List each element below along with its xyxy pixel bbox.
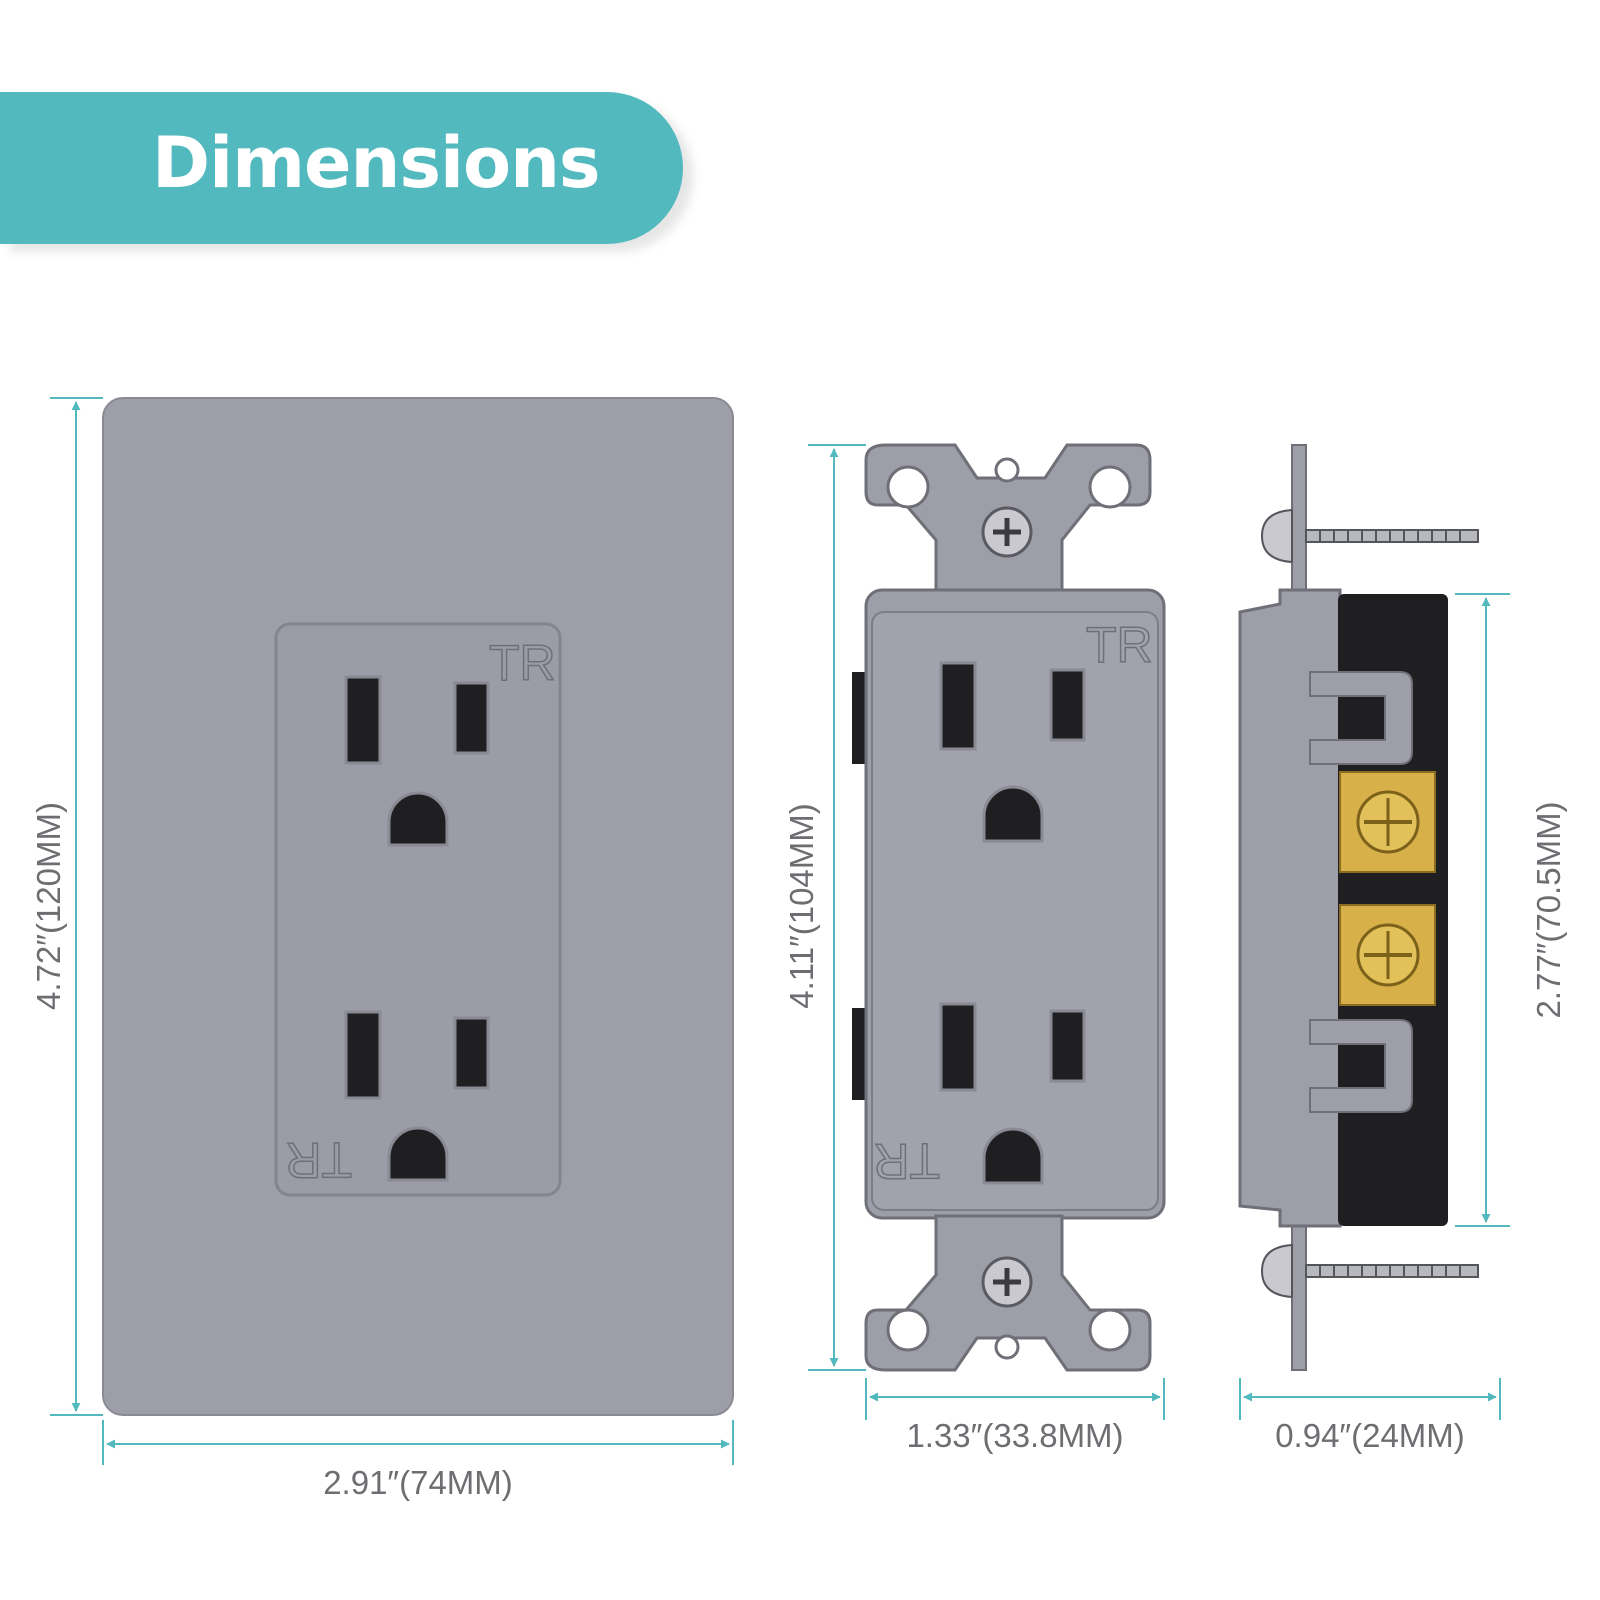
title-banner <box>0 92 683 244</box>
receptacle-tr-mark-bottom: TR <box>873 1133 940 1189</box>
terminal-screw-icon <box>1356 790 1420 987</box>
receptacle-width-label: 1.33″(33.8MM) <box>906 1417 1123 1454</box>
plate-width-label: 2.91″(74MM) <box>323 1464 513 1501</box>
side-height-label: 2.77″(70.5MM) <box>1530 801 1567 1018</box>
receptacle-outlet-top <box>939 661 1086 843</box>
side-depth-label: 0.94″(24MM) <box>1275 1417 1465 1454</box>
plate-outlet-top <box>344 675 490 847</box>
page-title: Dimensions <box>152 122 601 204</box>
receptacle-front: TR TR <box>852 443 1166 1372</box>
top-screw-side-icon <box>1260 508 1479 564</box>
tr-mark-top: TR <box>489 635 556 691</box>
plate-outlet-bottom <box>344 1010 490 1182</box>
receptacle-outlet-bottom <box>939 1002 1086 1185</box>
wall-plate: TR TR <box>102 397 734 1416</box>
bottom-screw-side-icon <box>1260 1243 1479 1299</box>
receptacle-height-label: 4.11″(104MM) <box>783 803 820 1008</box>
receptacle-side <box>1238 444 1479 1371</box>
receptacle-tr-mark-top: TR <box>1086 617 1153 673</box>
tr-mark-bottom: TR <box>285 1132 352 1188</box>
plate-height-label: 4.72″(120MM) <box>30 802 67 1010</box>
bottom-mounting-screw-icon <box>981 1256 1033 1308</box>
top-mounting-screw-icon <box>981 506 1033 558</box>
dimension-lines <box>50 397 1510 1465</box>
